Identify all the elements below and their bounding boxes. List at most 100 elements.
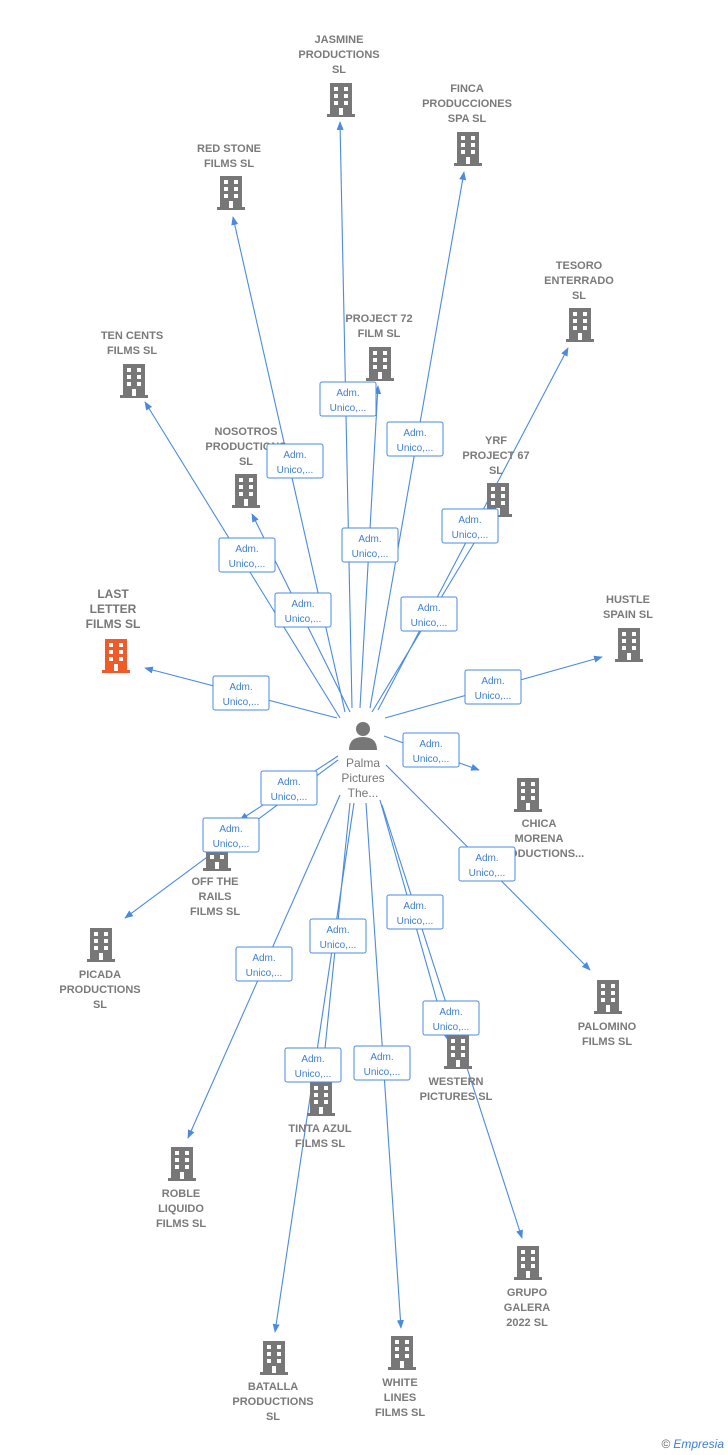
edge-label-text: Adm. — [370, 1052, 393, 1063]
edge-label-text: Unico,... — [277, 465, 314, 476]
edge-label-text: Adm. — [252, 953, 275, 964]
company-name-line: FINCA — [450, 83, 484, 95]
company-name-line: LETTER — [90, 602, 137, 616]
company-node-redstone[interactable]: RED STONE FILMS SL — [197, 143, 261, 210]
edge-label-whitelines[interactable]: Adm. Unico,... — [353, 1045, 411, 1081]
company-name-line: RED STONE — [197, 143, 261, 155]
building-icon — [168, 1147, 196, 1181]
edge-label-jasmine[interactable]: Adm.Unico,... — [319, 381, 377, 417]
company-name-line: FILM SL — [358, 328, 401, 340]
center-node-palma-pictures[interactable]: Palma Pictures The... — [341, 722, 385, 800]
edge-label-hustle[interactable]: Adm. Unico,... — [464, 669, 522, 705]
company-name-line: WHITE — [382, 1377, 417, 1389]
building-icon — [594, 980, 622, 1014]
edge-label-tencents[interactable]: Adm.Unico,... — [218, 537, 276, 573]
edge-label-project72[interactable]: Adm.Unico,... — [341, 527, 399, 563]
company-name-line: RAILS — [199, 891, 232, 903]
building-icon — [217, 176, 245, 210]
building-icon — [120, 364, 148, 398]
edge-label-palomino[interactable]: Adm. Unico,... — [458, 846, 516, 882]
company-name-line: BATALLA — [248, 1381, 298, 1393]
edge-label-redstone[interactable]: Adm.Unico,... — [266, 443, 324, 479]
company-name-line: HUSTLE — [606, 594, 650, 606]
edge-label-tesoro[interactable]: Adm.Unico,... — [441, 508, 499, 544]
nodes-layer: JASMINE PRODUCTIONS SL FINCAPRODUCCIONESSPA… — [59, 34, 653, 1423]
center-label-line: The... — [348, 786, 379, 800]
company-name-line: WESTERN — [429, 1076, 484, 1088]
edge-label-chica[interactable]: Adm.Unico,... — [402, 732, 460, 768]
edge-label-nosotros[interactable]: Adm.Unico,... — [274, 592, 332, 628]
company-name-line: TINTA AZUL — [288, 1123, 351, 1135]
company-name-line: PRODUCTIONS — [205, 441, 286, 453]
edge-label-picada[interactable]: Adm.Unico,... — [202, 817, 260, 853]
building-icon — [514, 1246, 542, 1280]
company-name-line: SL — [572, 290, 586, 302]
company-name-line: PRODUCTIONS — [298, 49, 379, 61]
company-name-line: FILMS SL — [204, 158, 254, 170]
edge-label-western[interactable]: Adm.Unico,... — [386, 894, 444, 930]
company-name-line: YRF — [485, 435, 507, 447]
edge-label-text: Unico,... — [469, 868, 506, 879]
center-label-line: Palma — [346, 756, 380, 770]
company-name-line: PRODUCTIONS — [59, 984, 140, 996]
edge-label-lastletter[interactable]: Adm.Unico,... — [212, 675, 270, 711]
edge-label-text: Unico,... — [475, 691, 512, 702]
company-name-line: SL — [266, 1411, 280, 1423]
edge-label-text: Unico,... — [320, 940, 357, 951]
edge-label-roble[interactable]: Adm.Unico,... — [235, 946, 293, 982]
edge-label-offrails[interactable]: Adm.Unico,... — [260, 770, 318, 806]
building-icon — [307, 1082, 335, 1116]
edge-label-text: Adm. — [439, 1007, 462, 1018]
company-name-line: PALOMINO — [578, 1021, 637, 1033]
edge-label-tintaazul[interactable]: Adm.Unico,... — [309, 918, 367, 954]
edge-labels-layer: Adm. Unico,... Adm. Unico,... Adm. Unico,... A… — [202, 381, 522, 1083]
edge-label-text: Adm. — [475, 853, 498, 864]
edge-label-yrf[interactable]: Adm.Unico,... — [400, 596, 458, 632]
edge-label-text: Adm. — [403, 901, 426, 912]
edge-label-finca[interactable]: Adm.Unico,... — [386, 421, 444, 457]
edge-label-text: Adm. — [481, 676, 504, 687]
building-icon — [514, 778, 542, 812]
edge-label-batalla[interactable]: Adm.Unico,... — [284, 1047, 342, 1083]
company-name-line: SL — [239, 456, 253, 468]
edge-label-text: Unico,... — [229, 559, 266, 570]
edge-label-text: Unico,... — [364, 1067, 401, 1078]
company-name-line: SL — [332, 64, 346, 76]
building-icon — [566, 308, 594, 342]
building-icon — [454, 132, 482, 166]
building-icon — [444, 1035, 472, 1069]
company-node-chica[interactable]: CHICAMORENAPRODUCTIONS... — [494, 778, 584, 860]
building-icon — [232, 474, 260, 508]
company-node-jasmine[interactable]: JASMINE PRODUCTIONS SL — [298, 34, 380, 117]
company-name-line: PICADA — [79, 969, 121, 981]
company-name-line: ENTERRADO — [544, 275, 614, 287]
company-name-line: TEN CENTS — [101, 330, 163, 342]
company-name-line: SL — [489, 465, 503, 477]
edge-label-text: Unico,... — [433, 1022, 470, 1033]
company-name-line: FILMS SL — [156, 1218, 206, 1230]
company-name-line: JASMINE — [315, 34, 364, 46]
edge-label-grupo[interactable]: Adm. Unico,... — [422, 1000, 480, 1036]
company-name-line: FILMS SL — [375, 1407, 425, 1419]
building-icon — [366, 347, 394, 381]
edge-label-text: Adm. — [291, 599, 314, 610]
company-name-line: GALERA — [504, 1302, 551, 1314]
